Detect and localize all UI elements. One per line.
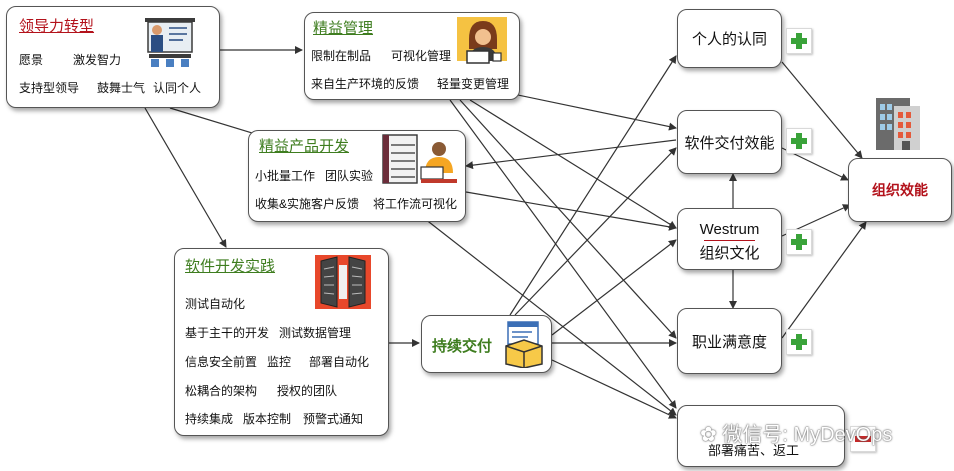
dev-practice-item: 部署自动化 [309,355,370,369]
lean-product-item: 小批量工作 [255,169,316,183]
continuous-delivery-box: 持续交付 [421,315,552,373]
lean-product-item: 团队实验 [325,169,374,183]
arrow-delivery-lean-product [465,139,677,170]
dev-practice-item: 基于主干的开发 [185,326,270,340]
minus-icon [850,426,876,452]
lean-management-item: 限制在制品 [311,49,372,63]
westrum-underline [704,240,755,241]
leadership-item: 认同个人 [153,81,202,95]
job-satisfaction-box: 职业满意度 [677,308,782,374]
dev-practice-title: 软件开发实践 [185,258,276,275]
identity-label: 个人的认同 [691,31,767,48]
culture-label: 组织文化 [699,245,760,262]
lean-management-item: 可视化管理 [391,49,452,63]
dev-practice-item: 预警式通知 [303,412,364,426]
leadership-box: 领导力转型 愿景 激发智力 支持型领导 鼓舞士气 认同个人 [6,6,220,108]
leadership-item: 激发智力 [73,53,122,67]
server-man-icon [382,134,457,184]
woman-laptop-icon [457,17,507,64]
arrow-satisfaction-org [781,221,867,339]
arrow-lean-product-pain [419,214,677,416]
org-performance-label: 组织效能 [872,182,928,198]
job-satisfaction-label: 职业满意度 [691,333,767,351]
plus-icon [786,329,812,355]
arrow-cd-pain [551,359,677,419]
leadership-item: 支持型领导 [19,81,80,95]
continuous-delivery-label: 持续交付 [432,338,493,355]
arrow-lean-mgmt-satisfaction [459,99,677,339]
leadership-title: 领导力转型 [19,18,95,35]
arrow-cd-identity [509,55,677,316]
plus-icon [786,229,812,255]
server-rack-icon [315,255,371,309]
identity-box: 个人的认同 [677,9,782,68]
open-box-icon [505,321,543,368]
lean-product-title: 精益产品开发 [259,138,350,155]
wechat-icon: ✿ [700,424,723,446]
watermark: ✿ 微信号: MyDevOps [700,418,892,447]
dev-practice-item: 监控 [267,355,292,369]
arrow-lean-product-westrum [465,191,677,231]
watermark-text: 微信号: MyDevOps [722,424,893,446]
delivery-performance-label: 软件交付效能 [684,134,775,152]
arrow-lean-mgmt-westrum [469,99,677,229]
arrow-leadership-dev-practice [144,107,227,248]
lean-product-item: 收集&实施客户反馈 [255,197,360,211]
arrow-lean-mgmt-pain [449,99,677,409]
plus-icon [786,28,812,54]
lean-product-item: 将工作流可视化 [373,197,458,211]
arrow-leadership-lean-product [169,107,263,138]
dev-practice-item: 松耦合的架构 [185,384,258,398]
dev-practice-item: 信息安全前置 [185,355,258,369]
arrow-identity-org [781,61,863,159]
westrum-label: Westrum [699,221,760,238]
lean-management-item: 来自生产环境的反馈 [311,77,420,91]
dev-practice-item: 测试自动化 [185,297,246,311]
office-building-icon [876,98,920,150]
arrow-cd-westrum [551,239,677,336]
dev-practice-item: 授权的团队 [277,384,338,398]
leadership-item: 愿景 [19,53,44,67]
org-performance-box: 组织效能 [848,158,952,222]
leadership-item: 鼓舞士气 [97,81,146,95]
dev-practice-box: 软件开发实践 测试自动化 基于主干的开发 测试数据管理 信息安全前置 监控 部署… [174,248,389,436]
dev-practice-item: 测试数据管理 [279,326,352,340]
plus-icon [786,128,812,154]
teacher-board-icon [145,18,195,67]
arrow-cd-delivery [514,147,677,316]
deployment-pain-box: 部署痛苦、返工 [677,405,845,467]
lean-management-title: 精益管理 [313,20,374,37]
westrum-culture-box: Westrum 组织文化 [677,208,782,270]
deployment-pain-label: 部署痛苦、返工 [708,443,800,458]
lean-product-box: 精益产品开发 小批量工作 团队实验 收集&实施客户反馈 将工作流可视化 [248,130,466,222]
lean-management-item: 轻量变更管理 [437,77,510,91]
delivery-performance-box: 软件交付效能 [677,110,782,174]
lean-management-box: 精益管理 限制在制品 可视化管理 来自生产环境的反馈 轻量变更管理 [304,12,520,100]
dev-practice-item: 版本控制 [243,412,292,426]
dev-practice-item: 持续集成 [185,412,234,426]
